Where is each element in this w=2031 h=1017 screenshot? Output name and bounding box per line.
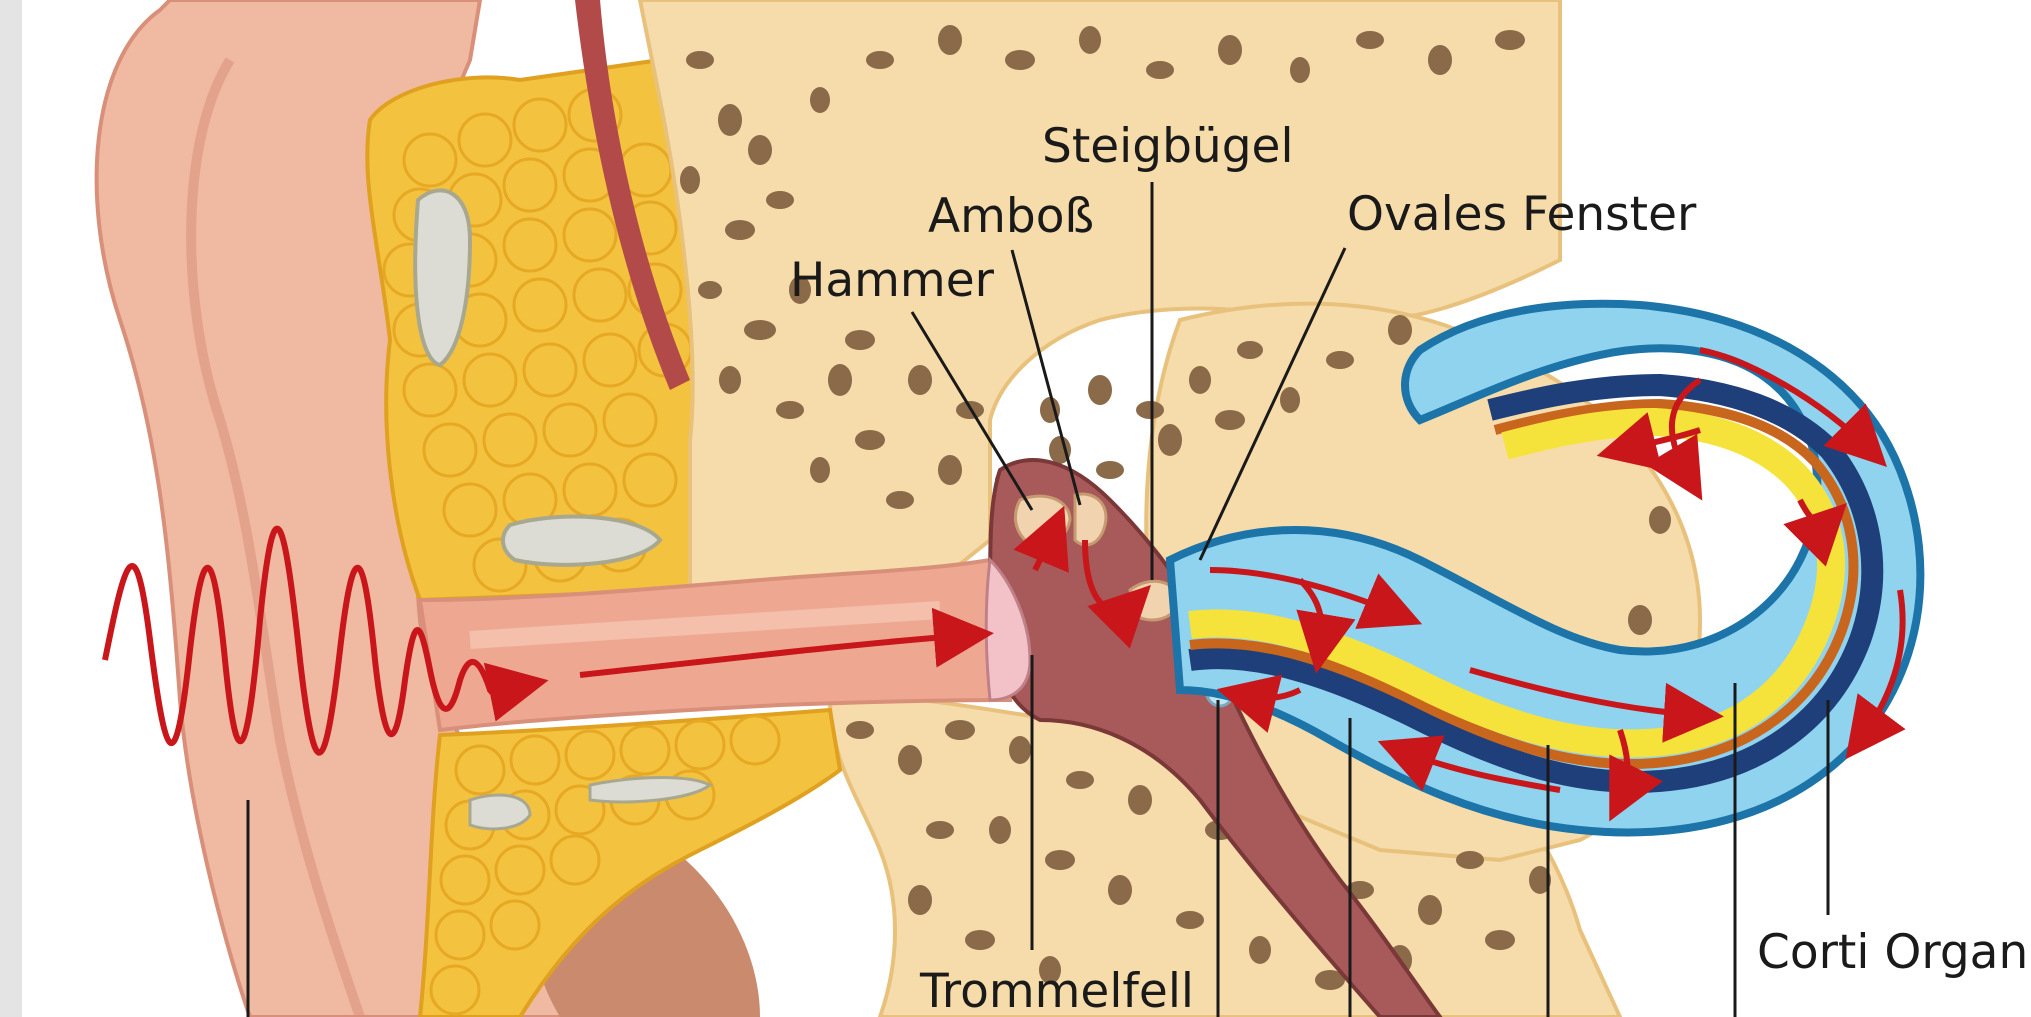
label-steigbuegel: Steigbügel [1042, 119, 1294, 174]
hammer-bone [1015, 496, 1070, 545]
label-corti-organ: Corti Organ [1757, 925, 2028, 980]
label-ovales-fenster: Ovales Fenster [1347, 187, 1697, 242]
frame-edge [0, 0, 22, 1017]
label-trommelfell: Trommelfell [919, 964, 1194, 1017]
label-hammer: Hammer [790, 253, 995, 308]
label-amboss: Amboß [928, 189, 1094, 244]
